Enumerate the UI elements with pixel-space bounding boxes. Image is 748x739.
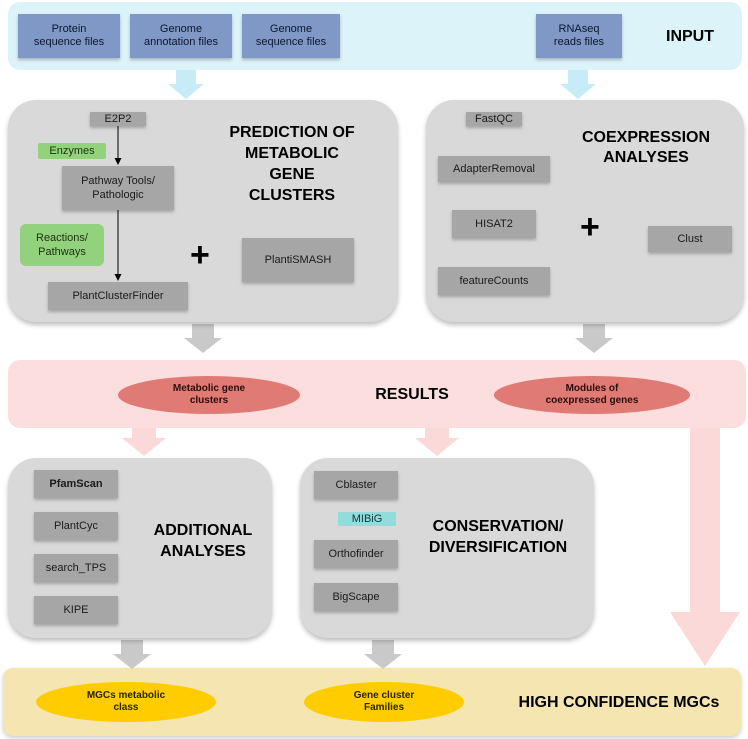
pathway-tools-box: Pathway Tools/ Pathologic [62,166,174,210]
input-to-coexpression-arrow [560,70,596,99]
orthofinder-box: Orthofinder [314,540,398,568]
enzymes-box: Enzymes [38,143,106,159]
cblaster-box: Cblaster [314,471,398,499]
mgcs-metabolic-class-ellipse: MGCs metabolic class [36,682,216,722]
clust-box: Clust [648,226,732,252]
additional-to-high-confidence-arrow [113,640,151,669]
coexpressed-modules-ellipse: Modules of coexpressed genes [494,376,690,414]
input-title: INPUT [666,28,714,45]
input-to-prediction-arrow [168,70,204,99]
prediction-to-results-arrow [184,324,222,353]
conservation-to-high-confidence-arrow [364,640,402,669]
plantismash-box: PlantiSMASH [242,238,354,282]
gene-cluster-families-ellipse: Gene cluster Families [304,682,464,722]
fastqc-box: FastQC [466,112,522,126]
coexpression-title: COEXPRESSION ANALYSES [581,129,711,166]
results-to-conservation-arrow [415,428,459,456]
results-to-additional-arrow [122,428,166,456]
protein-sequence-files-box: Protein sequence files [18,14,120,58]
plantclusterfinder-box: PlantClusterFinder [48,282,188,310]
results-to-high-confidence-arrow [670,428,740,666]
pfamscan-box: PfamScan [34,470,118,498]
reactions-pathways-box: Reactions/ Pathways [20,224,104,266]
kipe-box: KIPE [34,596,118,624]
additional-title: ADDITIONAL ANALYSES [153,522,253,560]
hisat2-box: HISAT2 [452,210,536,238]
featurecounts-box: featureCounts [438,267,550,295]
plus-icon: + [190,236,210,274]
conservation-title: CONSERVATION/ DIVERSIFICATION [428,518,568,556]
genome-annotation-files-box: Genome annotation files [130,14,232,58]
prediction-title: PREDICTION OF METABOLIC GENE CLUSTERS [229,124,355,204]
mibig-box: MIBiG [338,512,396,526]
search-tps-box: search_TPS [34,554,118,582]
adapterremoval-box: AdapterRemoval [438,156,550,182]
metabolic-gene-clusters-ellipse: Metabolic gene clusters [118,376,300,414]
e2p2-box: E2P2 [90,112,146,126]
plantcyc-box: PlantCyc [34,512,118,540]
bigscape-box: BigScape [314,583,398,611]
high-confidence-title: HIGH CONFIDENCE MGCs [518,694,720,711]
plus-icon: + [580,208,600,246]
rnaseq-reads-files-box: RNAseq reads files [536,14,622,58]
results-title: RESULTS [375,386,449,403]
genome-sequence-files-box: Genome sequence files [242,14,340,58]
coexpression-to-results-arrow [575,324,613,353]
